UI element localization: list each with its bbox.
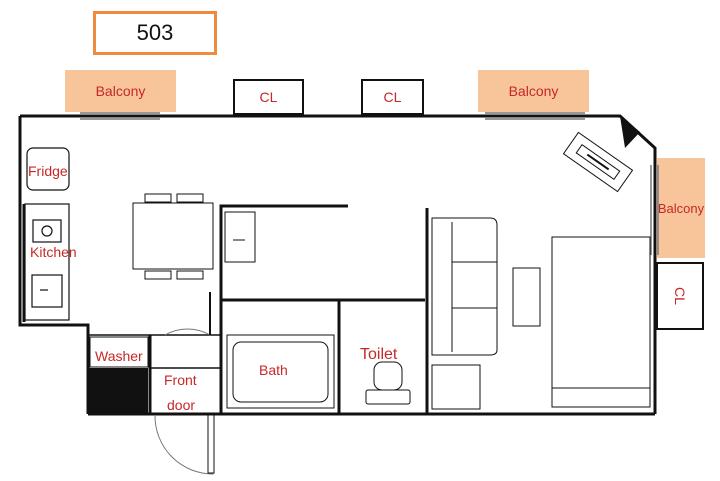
balcony-top-right: Balcony (478, 70, 589, 112)
tv-stand (512, 267, 541, 327)
balcony-right: Balcony (657, 158, 705, 258)
toilet-tank (365, 389, 411, 405)
closet-top-left: CL (233, 79, 304, 115)
label-bath: Bath (259, 362, 288, 378)
washer-area (89, 336, 149, 368)
label-front-door-2: door (167, 397, 196, 413)
door-front (154, 414, 214, 475)
wall-left (18, 116, 90, 414)
vanity (224, 211, 256, 263)
unit-number: 503 (93, 11, 217, 55)
sink (32, 219, 62, 243)
label-fridge: Fridge (28, 163, 68, 179)
closet-right: CL (656, 262, 704, 330)
corner-pillar (620, 116, 640, 148)
toilet-bowl (373, 361, 403, 391)
bathtub (226, 334, 335, 409)
sofa (431, 217, 498, 356)
fridge-outline (26, 147, 70, 191)
label-toilet: Toilet (360, 346, 398, 363)
side-table (431, 364, 481, 410)
balcony-top-left: Balcony (65, 70, 176, 112)
dining-table (132, 202, 214, 270)
label-washer: Washer (95, 348, 143, 364)
bed (551, 236, 651, 408)
door-hall (164, 292, 211, 336)
label-front-door-1: Front (164, 372, 197, 388)
stove (31, 274, 63, 308)
closet-top-right: CL (361, 79, 424, 115)
shoe-cabinet (88, 368, 148, 414)
label-kitchen: Kitchen (30, 244, 77, 260)
wall-bath-top (219, 204, 348, 414)
